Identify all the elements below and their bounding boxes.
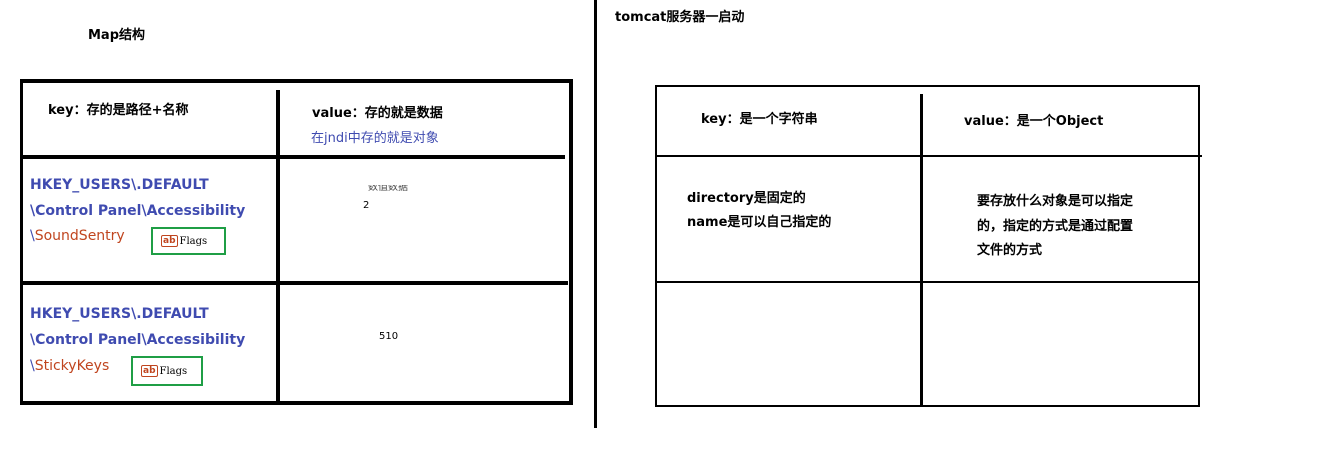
row1-path-name: SoundSentry [34, 228, 125, 244]
ab-string-value-icon: ab [161, 235, 178, 247]
ab-string-value-icon: ab [141, 365, 158, 377]
row2-path-line2: \Control Panel\Accessibility [30, 332, 246, 348]
left-diagram-title: Map结构 [88, 28, 146, 43]
right-row1-key-line2: name是可以自己指定的 [687, 215, 832, 230]
right-row1-value-line3: 文件的方式 [977, 243, 1043, 258]
row2-path-line3: \StickyKeys [30, 358, 109, 374]
right-row1-key-line1: directory是固定的 [687, 191, 806, 206]
row1-flag-label: Flags [179, 235, 208, 247]
row1-path-prefix: \ [30, 228, 35, 244]
row1-path-line3: \SoundSentry [30, 228, 125, 244]
right-row1-value-line1: 要存放什么对象是可以指定 [977, 194, 1134, 209]
row1-path-line1: HKEY_USERS\.DEFAULT [30, 177, 209, 193]
right-row1-value-line2: 的，指定的方式是通过配置 [977, 219, 1134, 234]
row2-flags-box: ab Flags [131, 356, 203, 386]
row2-value: 510 [379, 331, 399, 342]
center-divider [594, 0, 597, 428]
right-header-value: value：是一个Object [964, 114, 1104, 129]
right-header-key: key：是一个字符串 [701, 112, 818, 127]
row1-flags-box: ab Flags [151, 227, 226, 255]
left-header-value: value：存的就是数据 [312, 106, 443, 121]
row1-path-line2: \Control Panel\Accessibility [30, 203, 246, 219]
right-diagram-title: tomcat服务器一启动 [615, 10, 745, 25]
row2-path-name: StickyKeys [34, 358, 110, 374]
left-header-key: key：存的是路径+名称 [48, 103, 189, 118]
row2-path-prefix: \ [30, 358, 35, 374]
left-header-value-note: 在jndi中存的就是对象 [311, 131, 439, 146]
row2-path-line1: HKEY_USERS\.DEFAULT [30, 306, 209, 322]
row1-value: 2 [363, 200, 370, 211]
row1-value-label: 数值数据 [368, 185, 408, 193]
row2-flag-label: Flags [159, 365, 188, 377]
